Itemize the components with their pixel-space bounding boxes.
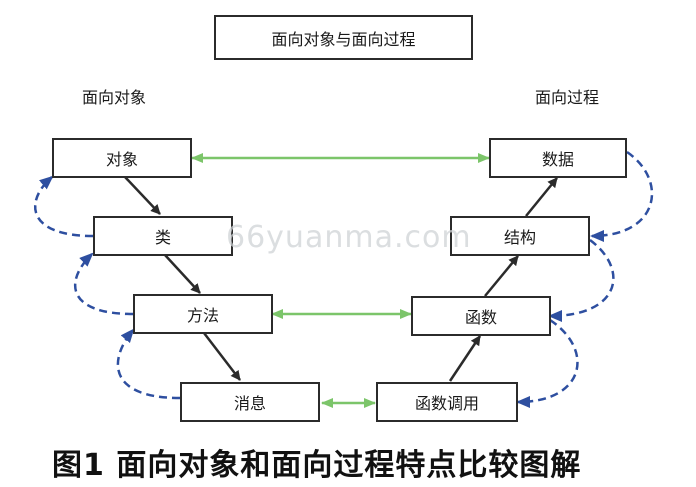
- box-class-label: 类: [154, 228, 171, 247]
- left-column-label: 面向对象: [82, 88, 147, 107]
- box-function: 函数: [411, 296, 551, 336]
- title-box: 面向对象与面向过程: [214, 15, 473, 60]
- figure-caption: 图1 面向对象和面向过程特点比较图解: [52, 448, 582, 483]
- arrow-method-to-message: [203, 332, 241, 381]
- arrow-call-to-function: [448, 335, 482, 382]
- box-function-call-label: 函数调用: [414, 394, 479, 413]
- blue-loop-message-to-method: [116, 328, 181, 400]
- box-class: 类: [93, 216, 233, 256]
- box-structure: 结构: [450, 216, 590, 256]
- arrow-function-to-structure: [484, 255, 519, 297]
- box-function-label: 函数: [464, 308, 497, 327]
- blue-loop-method-to-class: [74, 252, 134, 316]
- box-message-label: 消息: [233, 394, 266, 413]
- blue-loop-class-to-object: [34, 175, 94, 238]
- arrow-structure-to-data: [525, 177, 558, 217]
- box-message: 消息: [180, 382, 320, 422]
- box-object-label: 对象: [105, 150, 138, 169]
- blue-loop-structure-to-function: [548, 239, 615, 322]
- box-function-call: 函数调用: [376, 382, 518, 422]
- right-column-label: 面向过程: [535, 88, 600, 107]
- title-text: 面向对象与面向过程: [271, 29, 416, 49]
- box-method: 方法: [133, 294, 273, 334]
- box-data-label: 数据: [541, 150, 574, 169]
- watermark-text: 66yuanma.com: [226, 220, 472, 255]
- box-object: 对象: [52, 138, 192, 178]
- box-structure-label: 结构: [503, 228, 536, 247]
- blue-loop-function-to-call: [516, 318, 579, 408]
- box-method-label: 方法: [186, 306, 219, 325]
- blue-loop-data-to-structure: [590, 150, 654, 242]
- arrow-class-to-method: [164, 254, 201, 294]
- box-data: 数据: [489, 138, 627, 178]
- arrow-object-to-class: [124, 176, 161, 215]
